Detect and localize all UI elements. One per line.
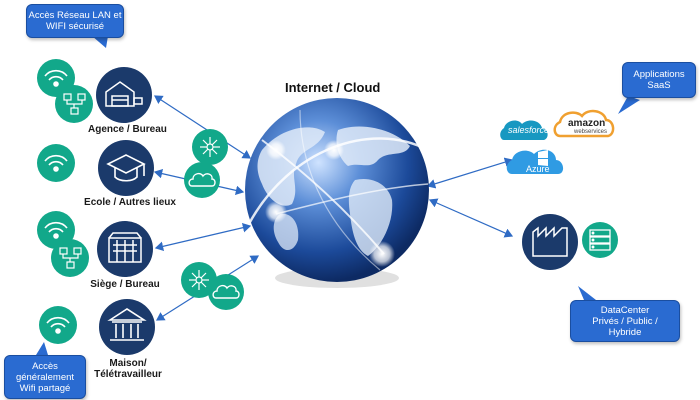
hub-circle-1 [192, 129, 228, 165]
salesforce-cloud [500, 120, 548, 140]
arrow-siege [154, 222, 252, 252]
lan-circle-2 [51, 239, 89, 277]
wifi-circle-4 [39, 306, 77, 344]
site-label-maison-1: Maison/ [109, 358, 147, 369]
arrow-datacenter [428, 198, 514, 238]
graduation-cap-icon [106, 154, 146, 182]
callout-wifi-line3: Wifi partagé [19, 382, 71, 394]
cloud-circle-2 [208, 274, 244, 310]
windows-logo-icon [538, 150, 548, 166]
amazon-cloud [553, 109, 615, 138]
connection-arrows [153, 95, 514, 321]
salesforce-logo-text: salesforce [508, 125, 550, 135]
network-computers-icon [63, 93, 86, 115]
diagram-title: Internet / Cloud [285, 80, 381, 95]
cloud-icon [212, 284, 240, 299]
callout-datacenter-line1: DataCenter [600, 304, 650, 316]
datacenter-group [522, 214, 618, 270]
arrow-agence [153, 95, 252, 159]
cloud-icon [188, 172, 216, 187]
callout-saas: Applications SaaS [622, 62, 696, 98]
arrow-saas [426, 157, 514, 189]
saas-logos [500, 109, 615, 174]
network-hub-icon [200, 137, 220, 157]
site-agence [96, 67, 152, 123]
wifi-icon [46, 316, 70, 334]
site-label-maison-2: Télétravailleur [94, 369, 162, 380]
azure-logo-text: Azure [526, 164, 550, 174]
site-ecole [98, 140, 154, 196]
office-building-icon [108, 232, 142, 263]
globe [245, 98, 429, 288]
network-computers-icon [59, 247, 82, 269]
callout-saas-line2: SaaS [647, 80, 671, 91]
callout-saas-line1: Applications [633, 69, 685, 80]
wifi-icon [44, 221, 68, 239]
site-label-siege: Siège / Bureau [90, 279, 160, 290]
hub-circle-2 [181, 262, 217, 298]
callout-datacenter: DataCenter Privés / Public / Hybride [570, 300, 680, 342]
callout-datacenter-line2: Privés / Public / [592, 315, 658, 327]
callout-datacenter-tail [578, 286, 596, 300]
cloud-circle-1 [184, 162, 220, 198]
callout-datacenter-line3: Hybride [608, 326, 642, 338]
network-hub-icon [189, 270, 209, 290]
site-label-ecole: Ecole / Autres lieux [84, 197, 176, 208]
callout-lan-tail [92, 36, 108, 48]
callout-lan: Accès Réseau LAN et WIFI sécurisé [26, 4, 124, 38]
server-icon [589, 229, 611, 251]
callout-wifi-tail [36, 342, 48, 355]
callout-lan-line1: Accès Réseau LAN et [28, 10, 122, 21]
azure-cloud [506, 149, 564, 174]
amazon-logo-text: amazon [568, 118, 606, 129]
wifi-icon [44, 154, 68, 172]
callout-wifi-line2: généralement [15, 371, 75, 383]
wifi-circle-2 [37, 144, 75, 182]
callout-wifi: Accès généralement Wifi partagé [4, 355, 86, 399]
factory-icon [532, 226, 568, 257]
callout-saas-tail [618, 96, 640, 114]
site-label-agence: Agence / Bureau [88, 124, 167, 135]
warehouse-truck-icon [105, 81, 143, 107]
wifi-icon [44, 69, 68, 87]
site-siege [97, 221, 153, 277]
callout-wifi-line1: Accès [32, 360, 58, 372]
lan-circle-1 [55, 85, 93, 123]
wifi-circle-3 [37, 211, 75, 249]
house-columns-icon [107, 308, 147, 341]
amazon-logo-subtext: webservices [574, 129, 608, 135]
callout-lan-line2: WIFI sécurisé [45, 21, 105, 32]
site-maison [99, 299, 155, 355]
